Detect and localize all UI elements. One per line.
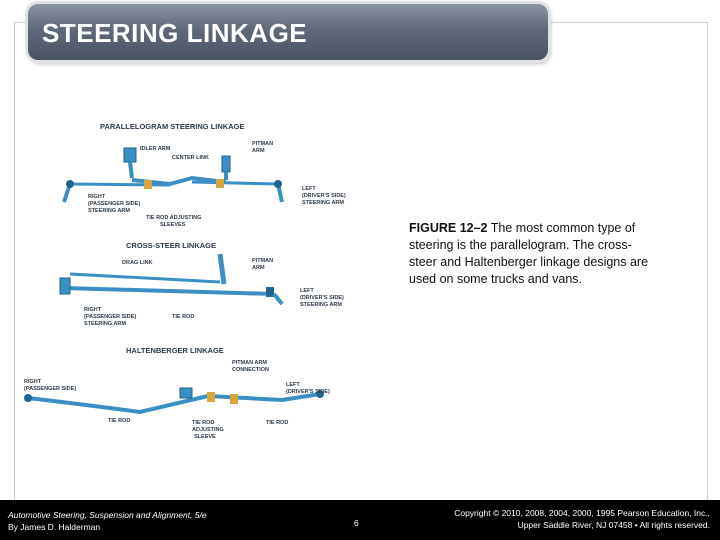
parallelogram-diagram: PARALLELOGRAM STEERING LINKAGE IDLER ARM… [62, 122, 346, 228]
cross-steer-heading: CROSS-STEER LINKAGE [126, 241, 216, 250]
label-idler-arm: IDLER ARM [140, 146, 171, 152]
steering-linkage-figure: PARALLELOGRAM STEERING LINKAGE IDLER ARM… [24, 122, 346, 440]
label-left: LEFT [286, 382, 300, 388]
sleeve [216, 179, 224, 188]
haltenberger-diagram: HALTENBERGER LINKAGE PITMAN ARM CONNECTI… [24, 346, 330, 440]
long-tie-rod [27, 394, 209, 415]
label-steering-arm: STEERING ARM [302, 200, 344, 206]
label-tie-rod: TIE ROD [108, 418, 130, 424]
label-sleeve: SLEEVE [194, 434, 216, 440]
figure-label: FIGURE 12–2 [409, 221, 488, 235]
label-passenger-side: (PASSENGER SIDE) [84, 314, 136, 320]
drag-link [69, 272, 221, 284]
label-steering-arm: STEERING ARM [88, 208, 130, 214]
label-pitman: PITMAN [252, 258, 273, 264]
pitman-arm [217, 253, 227, 285]
pitman-arm-box [221, 155, 231, 173]
copyright-line-2: Upper Saddle River, NJ 07458 • All right… [517, 520, 710, 530]
caption-text: The most common type of steering is the … [409, 221, 649, 286]
left-tie-rod [191, 180, 279, 186]
parallelogram-heading: PARALLELOGRAM STEERING LINKAGE [100, 122, 244, 131]
footer-book-info: Automotive Steering, Suspension and Alig… [8, 509, 207, 533]
label-passenger-side: (PASSENGER SIDE) [24, 386, 76, 392]
label-steering-arm: STEERING ARM [84, 321, 126, 327]
footer-bar: Automotive Steering, Suspension and Alig… [0, 500, 720, 540]
pitman-arm-connection [179, 387, 193, 399]
label-tie-rod: TIE ROD [192, 420, 214, 426]
book-title: Automotive Steering, Suspension and Alig… [8, 510, 207, 520]
label-adjusting: ADJUSTING [192, 427, 224, 433]
steering-knuckle [59, 277, 71, 295]
ball-joint [24, 394, 32, 402]
label-tie-rod: TIE ROD [172, 314, 194, 320]
left-steering-arm [272, 292, 284, 306]
figure-caption: FIGURE 12–2 The most common type of stee… [409, 220, 659, 288]
label-steering-arm: STEERING ARM [300, 302, 342, 308]
label-sleeves: SLEEVES [160, 222, 186, 228]
page-number: 6 [354, 518, 359, 528]
adjusting-sleeve [230, 394, 238, 404]
author: By James D. Halderman [8, 522, 101, 532]
label-left: LEFT [302, 186, 316, 192]
label-drivers-side: (DRIVER'S SIDE) [302, 193, 346, 199]
label-left: LEFT [300, 288, 314, 294]
label-drivers-side: (DRIVER'S SIDE) [300, 295, 344, 301]
slide-title: STEERING LINKAGE [42, 18, 308, 48]
right-tie-rod [69, 182, 171, 187]
label-tie-rod-sleeves: TIE ROD ADJUSTING [146, 215, 201, 221]
adjusting-sleeve [207, 392, 215, 402]
slide-frame [14, 22, 708, 502]
label-right: RIGHT [24, 379, 42, 385]
label-passenger-side: (PASSENGER SIDE) [88, 201, 140, 207]
ball-joint [66, 180, 74, 188]
label-center-link: CENTER LINK [172, 155, 209, 161]
tie-rod-end [266, 287, 274, 297]
label-right: RIGHT [84, 307, 102, 313]
label-pitman-arm: ARM [252, 148, 265, 154]
sleeve [144, 180, 152, 189]
title-banner: STEERING LINKAGE [28, 4, 548, 60]
haltenberger-heading: HALTENBERGER LINKAGE [126, 346, 224, 355]
label-connection: CONNECTION [232, 367, 269, 373]
ball-joint [316, 390, 324, 398]
copyright-line-1: Copyright © 2010, 2008, 2004, 2000, 1995… [454, 508, 710, 518]
label-pitman-arm: ARM [252, 265, 265, 271]
label-drag-link: DRAG LINK [122, 260, 153, 266]
label-right: RIGHT [88, 194, 106, 200]
label-pitman: PITMAN [252, 141, 273, 147]
cross-steer-diagram: CROSS-STEER LINKAGE DRAG LINK PITMAN ARM… [59, 241, 344, 327]
label-drivers-side: (DRIVER'S SIDE) [286, 389, 330, 395]
idler-arm-bracket [123, 147, 137, 163]
label-tie-rod: TIE ROD [266, 420, 288, 426]
tie-rod [63, 286, 275, 296]
ball-joint [274, 180, 282, 188]
label-pitman-arm: PITMAN ARM [232, 360, 267, 366]
idler-arm [128, 161, 134, 179]
copyright: Copyright © 2010, 2008, 2004, 2000, 1995… [454, 507, 710, 531]
